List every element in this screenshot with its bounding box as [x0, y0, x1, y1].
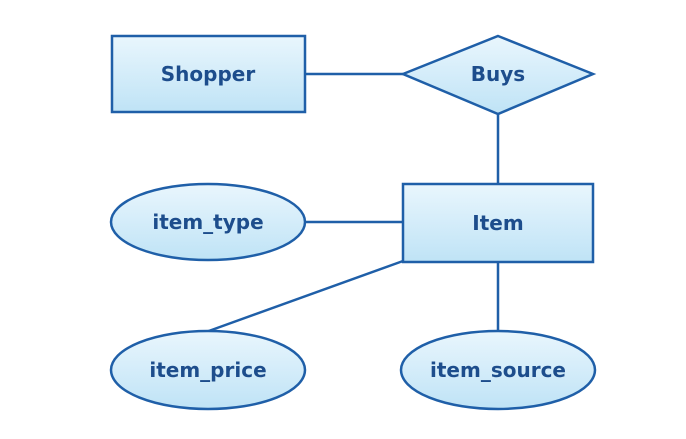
connector-item-price — [205, 259, 404, 334]
relationship-buys[interactable] — [399, 34, 597, 116]
entity-item-label: Item — [472, 211, 523, 235]
entity-item[interactable] — [401, 182, 595, 264]
attribute-item-price-label: item_price — [149, 358, 266, 382]
attribute-item-type-label: item_type — [152, 210, 263, 234]
attribute-item-price[interactable] — [109, 329, 307, 411]
attribute-item-source[interactable] — [399, 329, 597, 411]
entity-shopper[interactable] — [110, 34, 307, 114]
relationship-buys-label: Buys — [471, 62, 525, 86]
entity-shopper-label: Shopper — [161, 62, 256, 86]
attribute-item-source-label: item_source — [430, 358, 566, 382]
attribute-item-type[interactable] — [109, 182, 307, 262]
